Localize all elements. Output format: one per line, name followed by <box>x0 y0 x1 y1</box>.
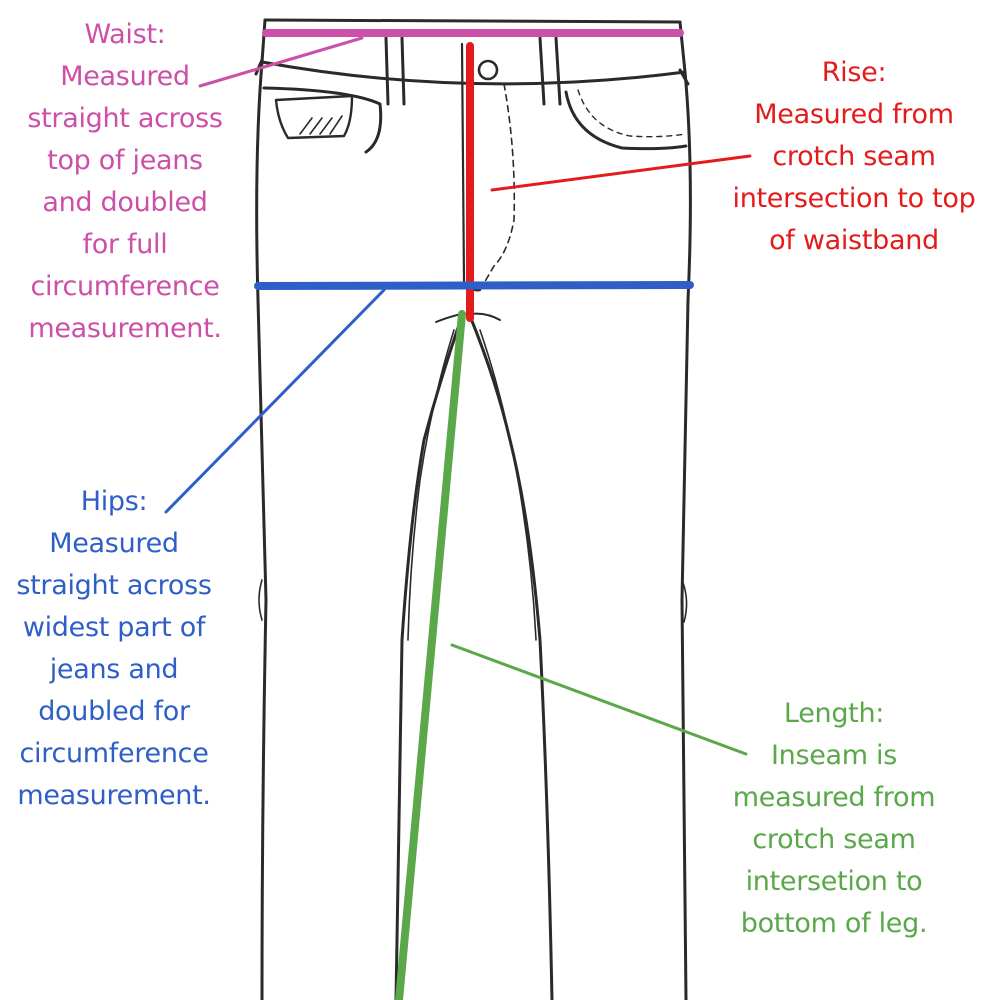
waist-line: for full <box>82 229 168 260</box>
hips-measure-line <box>254 281 694 290</box>
waist-line: circumference <box>30 271 220 302</box>
waist-button <box>477 59 499 81</box>
rise-leader-line <box>490 154 752 192</box>
length-line: measured from <box>732 782 936 813</box>
waistband-left-side <box>260 18 267 64</box>
length-title: Length: <box>783 698 885 729</box>
left-front-pocket <box>262 86 383 154</box>
right-inner-seam <box>468 314 554 1000</box>
rise-line: intersection to top <box>732 183 976 214</box>
right-front-pocket <box>564 90 688 151</box>
hips-line: Measured <box>49 528 179 559</box>
length-label: Length: Inseam is measured from crotch s… <box>716 693 952 945</box>
inseam-measure-line <box>395 310 466 1000</box>
waistband-top-edge <box>263 18 682 24</box>
rise-line: Measured from <box>754 99 954 130</box>
hips-line: doubled for <box>38 696 190 727</box>
hips-line: measurement. <box>17 780 211 811</box>
right-leg-crease <box>681 579 688 623</box>
hips-label: Hips: Measured straight across widest pa… <box>0 481 228 817</box>
hips-line: jeans and <box>49 654 179 685</box>
left-outer-seam <box>255 60 268 1000</box>
hips-leader-line <box>164 288 386 514</box>
waist-leader-line <box>198 36 364 88</box>
left-inner-seam-double <box>407 329 455 641</box>
hips-title: Hips: <box>80 486 148 517</box>
waist-line: straight across <box>27 103 223 134</box>
waist-line: top of jeans <box>47 145 203 176</box>
waist-title: Waist: <box>84 19 166 50</box>
right-inner-seam-double <box>479 329 537 641</box>
length-line: bottom of leg. <box>740 908 928 939</box>
hips-line: widest part of <box>22 612 206 643</box>
waist-label: Waist: Measured straight across top of j… <box>10 14 240 350</box>
rise-title: Rise: <box>821 57 887 88</box>
left-leg-crease <box>258 579 263 621</box>
length-leader-line <box>450 643 748 756</box>
belt-loop-right <box>538 36 562 106</box>
fly-stitch <box>479 83 516 291</box>
hips-line: straight across <box>16 570 212 601</box>
rise-label: Rise: Measured from crotch seam intersec… <box>720 52 988 262</box>
rise-line: of waistband <box>769 225 939 256</box>
length-line: Inseam is <box>770 740 898 771</box>
hips-line: circumference <box>19 738 209 769</box>
rise-line: crotch seam <box>772 141 936 172</box>
right-pocket-stitch <box>577 89 687 138</box>
waist-line: and doubled <box>42 187 208 218</box>
belt-loop-left <box>384 36 406 106</box>
length-line: crotch seam <box>752 824 916 855</box>
coin-pocket-hatch <box>299 115 343 135</box>
waist-line: Measured <box>60 61 190 92</box>
waist-line: measurement. <box>28 313 222 344</box>
right-outer-seam <box>680 70 692 1000</box>
coin-pocket <box>274 94 354 140</box>
length-line: intersetion to <box>745 866 923 897</box>
